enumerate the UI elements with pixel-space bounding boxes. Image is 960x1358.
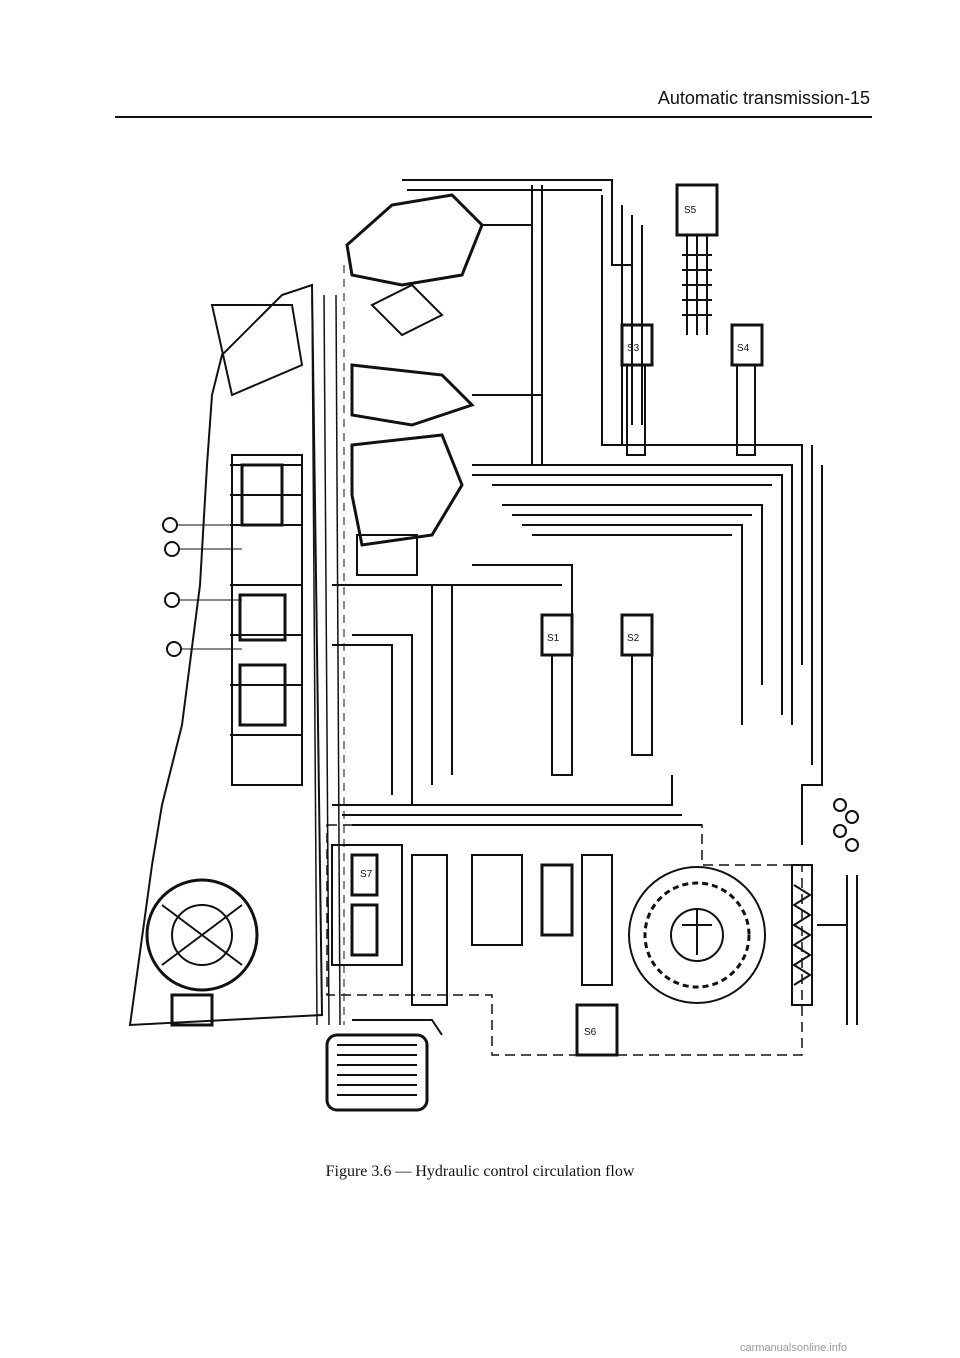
header-rule <box>115 116 872 118</box>
label-s6: S6 <box>584 1027 597 1038</box>
label-s7: S7 <box>360 869 373 880</box>
pump-gear <box>628 866 766 1004</box>
hydraulic-diagram: S5 S3 S4 S1 S2 S6 S7 <box>128 179 859 1112</box>
valve-body-left <box>331 844 403 966</box>
label-s1: S1 <box>547 633 560 644</box>
figure-caption: Figure 3.6 — Hydraulic control circulati… <box>325 1163 635 1180</box>
label-s5: S5 <box>684 205 697 216</box>
footer-watermark: carmanualsonline.info <box>740 1342 848 1354</box>
oil-filter <box>325 1033 429 1112</box>
page-header: Automatic transmission-15 <box>0 0 960 120</box>
housing-outline <box>128 283 324 1027</box>
pump-boundary <box>326 824 803 1056</box>
label-s4: S4 <box>737 343 750 354</box>
label-s2: S2 <box>627 633 640 644</box>
top-piston <box>345 193 484 287</box>
solenoid-s6-block <box>575 1003 619 1057</box>
housing-inner <box>231 454 303 786</box>
page-header-title: Automatic transmission-15 <box>657 88 870 108</box>
label-s3: S3 <box>627 343 640 354</box>
torque-converter <box>145 878 259 992</box>
solenoid-s5-block <box>675 183 719 237</box>
